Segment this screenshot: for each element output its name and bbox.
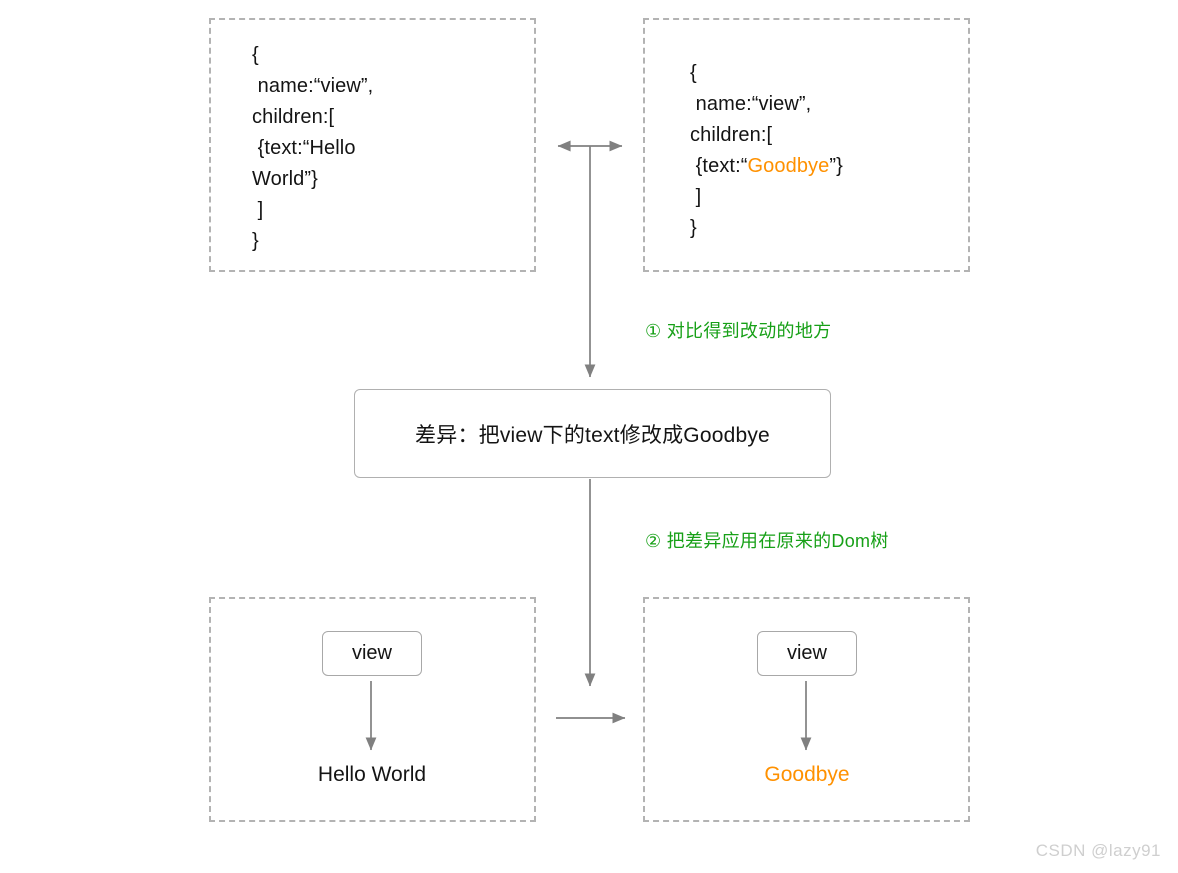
old-json-line-2: name:“view”, (252, 75, 374, 97)
new-json-changed-value: Goodbye (747, 155, 830, 177)
new-tree-node-view-label: view (786, 642, 827, 664)
panel-old-virtual-dom-json: { name:“view”, children:[ {text:“Hello W… (209, 18, 536, 272)
new-tree-leaf-text: Goodbye (764, 763, 850, 786)
new-json-line-2: name:“view”, (690, 93, 812, 115)
annotation-step-1: ① 对比得到改动的地方 (645, 321, 832, 341)
new-json-line-3: children:[ (690, 124, 773, 146)
old-tree-leaf-text: Hello World (317, 763, 427, 786)
old-json-line-6: ] (252, 199, 264, 221)
old-tree-node-view: view (322, 631, 422, 676)
new-json-line-5: ] (690, 186, 702, 208)
new-json-line-1: { (690, 62, 697, 84)
new-json-line-4-suffix: ”} (829, 155, 843, 177)
new-json-line-4-wrap: {text:“Goodbye”} (690, 155, 843, 177)
diff-summary-label: 差异：把view下的text修改成Goodbye (415, 423, 770, 447)
old-json-code-text: { name:“view”, children:[ {text:“Hello W… (252, 40, 373, 257)
panel-new-virtual-dom-json: { name:“view”, children:[ {text:“Goodbye… (643, 18, 970, 272)
new-json-line-4-prefix: {text:“ (690, 155, 748, 177)
old-json-line-3: children:[ (252, 106, 335, 128)
new-tree-node-view: view (757, 631, 857, 676)
csdn-watermark: CSDN @lazy91 (1035, 841, 1161, 860)
old-tree-node-view-label: view (351, 642, 392, 664)
old-json-line-7: } (252, 230, 259, 252)
old-json-line-4: {text:“Hello (252, 137, 356, 159)
new-json-line-6: } (690, 217, 697, 239)
old-json-line-1: { (252, 44, 259, 66)
new-json-code-text: { name:“view”, children:[ {text:“Goodbye… (690, 58, 843, 244)
diff-summary-box: 差异：把view下的text修改成Goodbye (354, 389, 831, 478)
annotation-step-2: ② 把差异应用在原来的Dom树 (645, 531, 889, 551)
old-json-line-5: World”} (252, 168, 318, 190)
